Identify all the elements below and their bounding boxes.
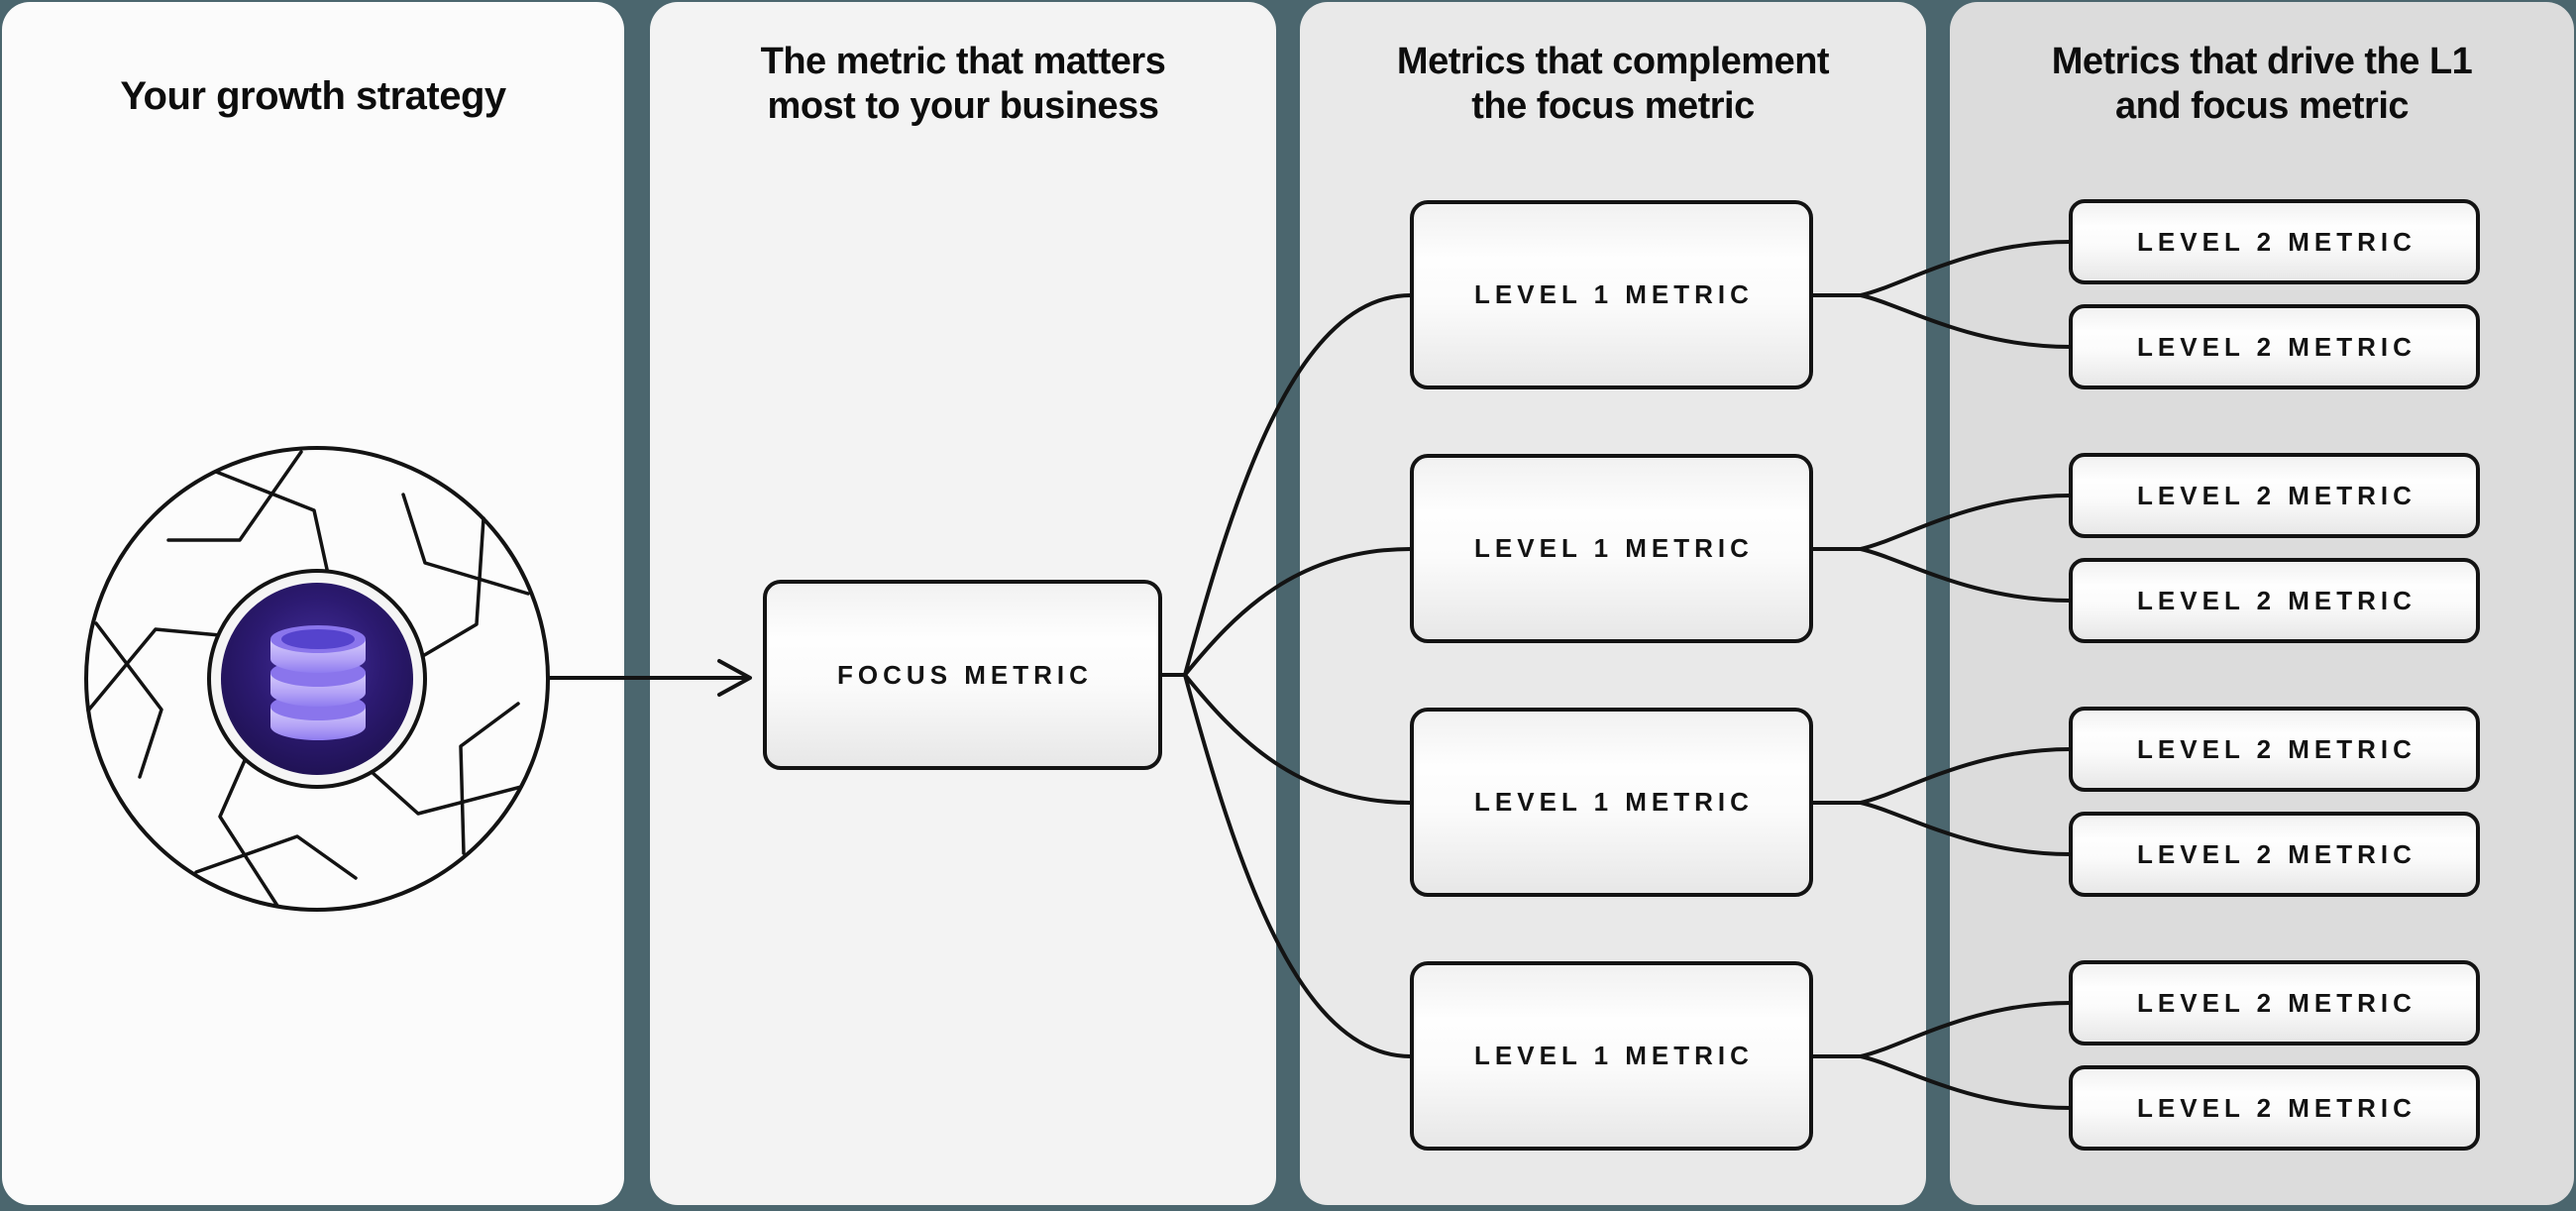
level1-metric-label: LEVEL 1 METRIC [1474, 533, 1754, 563]
panel-title: Your growth strategy [120, 74, 506, 118]
panel-focus-metric: The metric that matters most to your bus… [650, 2, 1276, 1205]
level1-metric-box: LEVEL 1 METRIC [1410, 961, 1813, 1151]
level2-metric-label: LEVEL 2 METRIC [2137, 987, 2416, 1018]
level2-metric-box: LEVEL 2 METRIC [2069, 304, 2480, 389]
level1-metric-label: LEVEL 1 METRIC [1474, 1041, 1754, 1070]
panel-title: Metrics that drive the L1 and focus metr… [2051, 41, 2473, 127]
level2-metric-label: LEVEL 2 METRIC [2137, 1092, 2416, 1123]
level2-metric-label: LEVEL 2 METRIC [2137, 733, 2416, 764]
level2-metric-box: LEVEL 2 METRIC [2069, 558, 2480, 643]
level2-metric-box: LEVEL 2 METRIC [2069, 1065, 2480, 1151]
panel-title: The metric that matters most to your bus… [760, 41, 1166, 127]
level2-metric-label: LEVEL 2 METRIC [2137, 226, 2416, 257]
level2-metric-label: LEVEL 2 METRIC [2137, 838, 2416, 869]
level1-metric-box: LEVEL 1 METRIC [1410, 200, 1813, 389]
level2-metric-label: LEVEL 2 METRIC [2137, 331, 2416, 362]
level2-metric-box: LEVEL 2 METRIC [2069, 453, 2480, 538]
level2-metric-box: LEVEL 2 METRIC [2069, 960, 2480, 1046]
focus-metric-label: FOCUS METRIC [837, 659, 1093, 690]
level1-metric-box: LEVEL 1 METRIC [1410, 708, 1813, 897]
level1-metric-label: LEVEL 1 METRIC [1474, 787, 1754, 817]
level2-metric-box: LEVEL 2 METRIC [2069, 199, 2480, 284]
level1-metric-label: LEVEL 1 METRIC [1474, 279, 1754, 309]
panel-growth-strategy: Your growth strategy [2, 2, 624, 1205]
level2-metric-label: LEVEL 2 METRIC [2137, 585, 2416, 615]
panel-title: Metrics that complement the focus metric [1396, 41, 1830, 127]
level2-metric-box: LEVEL 2 METRIC [2069, 812, 2480, 897]
level1-metric-box: LEVEL 1 METRIC [1410, 454, 1813, 643]
level2-metric-box: LEVEL 2 METRIC [2069, 707, 2480, 792]
focus-metric-box: FOCUS METRIC [763, 580, 1162, 770]
level2-metric-label: LEVEL 2 METRIC [2137, 480, 2416, 510]
